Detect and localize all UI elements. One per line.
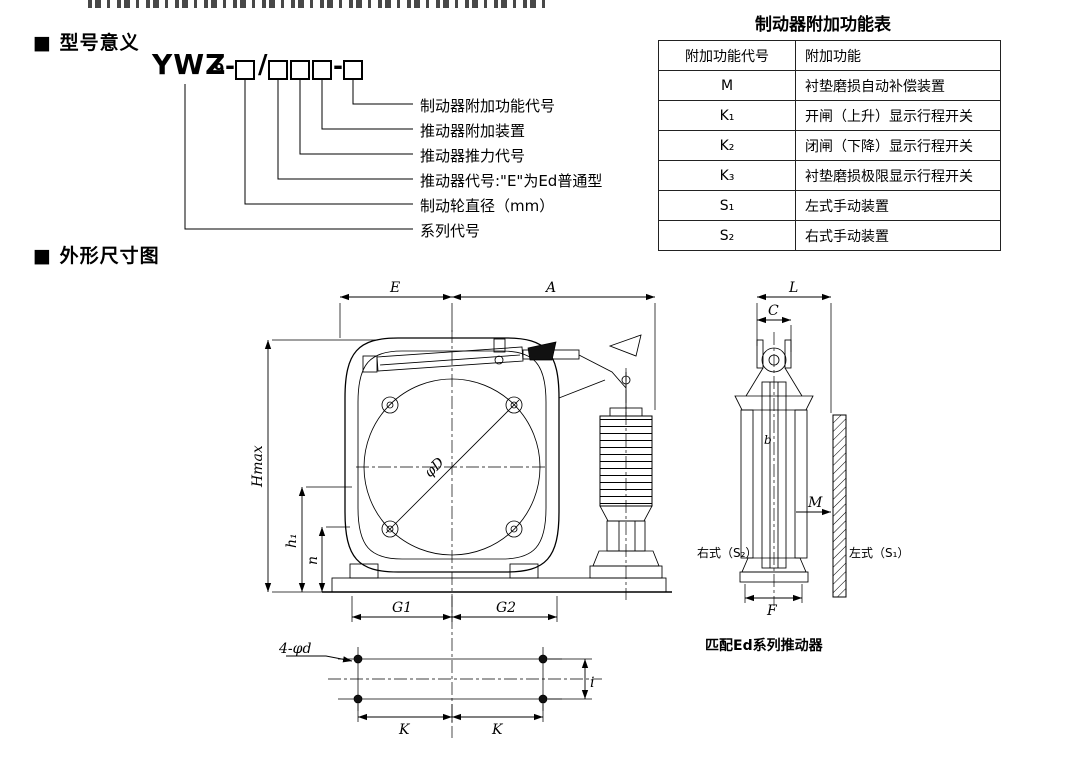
side-view	[734, 339, 847, 598]
mounting-hole	[538, 694, 548, 704]
label-thruster-caption: 匹配Ed系列推动器	[705, 637, 824, 654]
dim-label-g2: G2	[496, 600, 516, 616]
dim-label-b: b	[764, 433, 772, 447]
model-label-thruster-attachment: 推动器附加装置	[420, 122, 526, 140]
dim-label-h1: h₁	[284, 533, 300, 548]
table-header-function: 附加功能	[795, 40, 1001, 71]
section-title-model-meaning: ■ 型号意义	[33, 32, 140, 54]
table-row: M 衬垫磨损自动补偿装置	[658, 70, 1001, 101]
code-cell: K₃	[658, 160, 796, 191]
dim-label-g1: G1	[392, 600, 412, 616]
desc-cell: 左式手动装置	[795, 190, 1001, 221]
code-cell: K₁	[658, 100, 796, 131]
code-cell: M	[658, 70, 796, 101]
label-right-style: 右式（S₂）	[697, 545, 757, 560]
front-view	[322, 334, 672, 593]
model-label-thruster-code: 推动器代号:"E"为Ed普通型	[420, 172, 603, 190]
label-left-style: 左式（S₁）	[849, 545, 909, 560]
plan-view	[338, 647, 562, 711]
table-row: K₁ 开闸（上升）显示行程开关	[658, 100, 1001, 131]
code-cell: K₂	[658, 130, 796, 161]
dim-label-holes: 4-φd	[278, 641, 311, 657]
mounting-hole	[353, 654, 363, 664]
dim-label-phi-d: φD	[422, 455, 448, 481]
code-cell: S₂	[658, 220, 796, 251]
model-code-slash: /	[258, 50, 268, 80]
model-code-dash: -	[225, 52, 235, 80]
dim-label-n: n	[305, 556, 321, 565]
dimension-drawing: E A L C Hmax h₁ n G1 G2 F K K i M b φD 4…	[250, 280, 909, 738]
cutoff-text-strip	[88, 0, 546, 8]
table-row: K₃ 衬垫磨损极限显示行程开关	[658, 160, 1001, 191]
dimension-annotations: E A L C Hmax h₁ n G1 G2 F K K i M b φD 4…	[250, 280, 909, 738]
dim-label-k-right: K	[491, 722, 504, 738]
thruster-fins	[599, 415, 653, 507]
model-code-box-thrust-code	[290, 60, 310, 80]
model-code-box-thruster-attachment	[312, 60, 332, 80]
mounting-hole	[353, 694, 363, 704]
table-header-row: 附加功能代号 附加功能	[658, 40, 1001, 71]
table-row: S₂ 右式手动装置	[658, 220, 1001, 251]
thruster	[589, 372, 663, 579]
wheel-edge	[761, 381, 787, 569]
model-code-dash-2: -	[333, 52, 343, 80]
base	[322, 563, 672, 593]
desc-cell: 闭闸（下降）显示行程开关	[795, 130, 1001, 161]
model-code-box-wheel-diameter	[235, 60, 255, 80]
spring-release-assembly	[362, 334, 642, 399]
model-label-wheel-diameter: 制动轮直径（mm）	[420, 197, 555, 215]
model-code-leader-lines	[184, 80, 413, 230]
desc-cell: 右式手动装置	[795, 220, 1001, 251]
table-row: S₁ 左式手动装置	[658, 190, 1001, 221]
model-code-series-number: 9	[214, 60, 225, 78]
mounting-hole	[538, 654, 548, 664]
dim-label-a: A	[544, 280, 556, 296]
dim-label-e: E	[389, 280, 400, 296]
section-title-outline-dimensions: ■ 外形尺寸图	[33, 245, 160, 267]
dim-label-f: F	[766, 603, 778, 619]
model-code-box-function-code	[343, 60, 363, 80]
model-label-thrust-code: 推动器推力代号	[420, 147, 526, 165]
wheel-diameter-line	[385, 399, 520, 534]
desc-cell: 衬垫磨损自动补偿装置	[795, 70, 1001, 101]
dim-label-k-left: K	[398, 722, 411, 738]
dim-label-m: M	[807, 495, 823, 511]
code-cell: S₁	[658, 190, 796, 221]
dim-label-i: i	[590, 675, 594, 691]
model-code-series: YWZ	[152, 48, 227, 81]
mounting-wall-hatch	[832, 414, 847, 598]
model-label-function-code: 制动器附加功能代号	[420, 97, 556, 115]
desc-cell: 开闸（上升）显示行程开关	[795, 100, 1001, 131]
table-header-code: 附加功能代号	[658, 40, 796, 71]
dim-label-c: C	[768, 303, 779, 319]
release-flag	[527, 341, 557, 361]
table-row: K₂ 闭闸（下降）显示行程开关	[658, 130, 1001, 161]
shoe-pivot-bosses	[381, 396, 523, 538]
function-table: 附加功能代号 附加功能 M 衬垫磨损自动补偿装置 K₁ 开闸（上升）显示行程开关…	[658, 40, 1001, 251]
model-code-box-thruster-code	[268, 60, 288, 80]
dim-label-l: L	[788, 280, 798, 296]
model-label-series-code: 系列代号	[420, 222, 481, 240]
dim-label-hmax: Hmax	[250, 445, 266, 488]
brake-wheel-circle	[363, 378, 541, 556]
function-table-title: 制动器附加功能表	[755, 15, 891, 35]
desc-cell: 衬垫磨损极限显示行程开关	[795, 160, 1001, 191]
